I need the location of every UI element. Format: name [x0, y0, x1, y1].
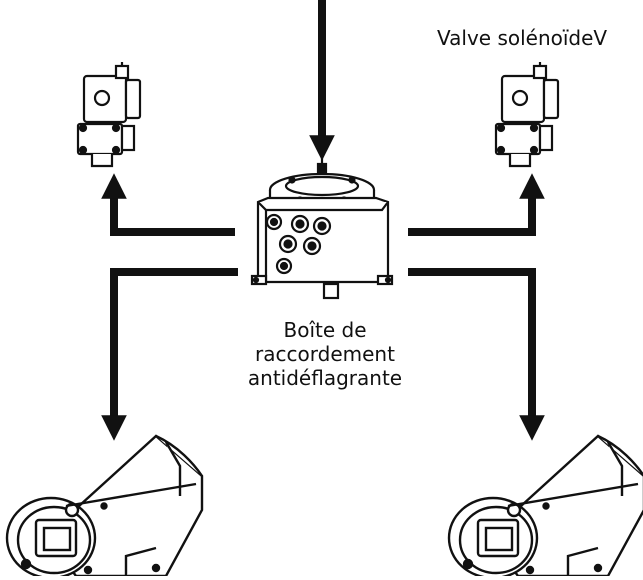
junction-box-label-line: raccordement [255, 342, 395, 366]
explosion-proof-camera-housing-icon [447, 434, 643, 580]
junction-box-label: Boîte de raccordement antidéflagrante [205, 318, 445, 390]
junction-box-label-line: Boîte de [283, 318, 367, 342]
arrow-to-left-valve [101, 173, 235, 236]
solenoid-valve-icon [494, 62, 560, 168]
arrow-to-right-valve [408, 173, 545, 236]
arrow-to-left-camera [101, 268, 238, 441]
explosion-proof-junction-box-icon [250, 156, 394, 300]
solenoid-valve-icon [76, 62, 142, 168]
explosion-proof-camera-housing-icon [5, 434, 204, 580]
junction-box-label-line: antidéflagrante [247, 366, 403, 390]
connections [101, 0, 545, 441]
arrow-to-right-camera [408, 268, 545, 441]
valve-label: Valve solénoïdeV [437, 26, 608, 50]
